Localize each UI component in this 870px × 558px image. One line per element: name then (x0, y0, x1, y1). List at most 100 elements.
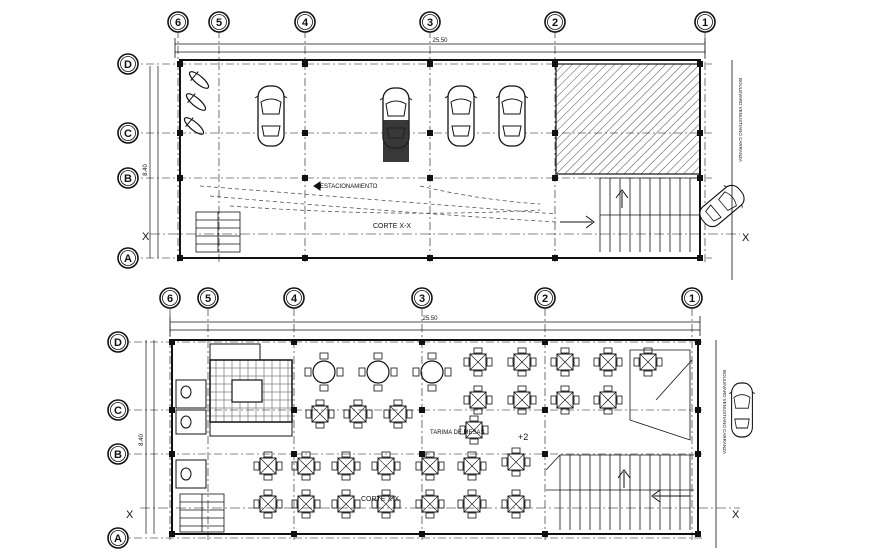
top-grid-bubble-y: D (117, 53, 139, 75)
bottom-right-stairs (545, 349, 694, 530)
square-table (305, 399, 335, 429)
svg-text:2: 2 (552, 17, 558, 29)
square-table (550, 347, 580, 377)
square-table (371, 451, 401, 481)
structural-column (419, 407, 425, 413)
svg-text:5: 5 (216, 17, 222, 29)
svg-text:1: 1 (702, 17, 708, 29)
structural-column (302, 175, 308, 181)
structural-column (695, 407, 701, 413)
svg-text:A: A (114, 533, 122, 545)
bottom-outer-wall (171, 339, 699, 535)
bottom-section-mark-left: X (126, 509, 134, 521)
top-hatched-slab (555, 63, 701, 175)
svg-text:B: B (114, 449, 122, 461)
structural-column (542, 451, 548, 457)
bottom-section-label: CORTE X-X (361, 496, 399, 503)
structural-column (427, 130, 433, 136)
square-table (291, 489, 321, 519)
top-section-label: CORTE X-X (373, 223, 411, 230)
structural-column (697, 130, 703, 136)
bottom-grid-bubble-y: C (107, 399, 129, 421)
bottom-columns (169, 339, 701, 537)
structural-column (552, 175, 558, 181)
top-grid-bubble-x: 1 (694, 11, 716, 33)
top-floor-plan: 25.50 (130, 30, 751, 280)
square-table (633, 347, 663, 377)
structural-column (291, 339, 297, 345)
svg-text:4: 4 (291, 293, 298, 305)
svg-text:3: 3 (419, 293, 425, 305)
structural-column (302, 61, 308, 67)
structural-column (302, 130, 308, 136)
top-grid-bubble-x: 3 (419, 11, 441, 33)
bottom-grid-bubble-y: A (107, 527, 129, 549)
top-section-mark-right: X (742, 232, 750, 244)
structural-column (419, 339, 425, 345)
bottom-direction-arrow-icon (617, 469, 690, 503)
structural-column (177, 175, 183, 181)
svg-text:D: D (124, 59, 132, 71)
square-table (593, 347, 623, 377)
top-columns (177, 61, 703, 261)
structural-column (697, 255, 703, 261)
svg-text:5: 5 (205, 293, 211, 305)
top-direction-arrow-icon (313, 181, 629, 229)
bottom-side-note: BOULEVARD VENUSTIANO CARRANZA (722, 370, 727, 454)
top-section-mark-left: X (142, 231, 150, 243)
svg-text:A: A (124, 253, 132, 265)
top-ramp-lines (199, 185, 557, 223)
square-table (371, 489, 401, 519)
structural-column (291, 531, 297, 537)
square-table (343, 399, 373, 429)
square-table (507, 347, 537, 377)
top-grid-bubble-y: A (117, 247, 139, 269)
bottom-grid-bubble-x: 6 (159, 287, 181, 309)
structural-column (177, 130, 183, 136)
bottom-left-stair (179, 493, 225, 533)
top-side-dimension: 8.40 (143, 164, 149, 176)
square-table (463, 347, 493, 377)
structural-column (291, 451, 297, 457)
structural-column (695, 451, 701, 457)
top-overall-dimension: 25.50 (432, 38, 448, 44)
bottom-section-mark-right: X (732, 509, 740, 521)
bottom-grid-bubble-x: 4 (283, 287, 305, 309)
structural-column (552, 255, 558, 261)
structural-column (419, 531, 425, 537)
square-table (415, 489, 445, 519)
svg-text:C: C (114, 405, 122, 417)
round-table (358, 352, 398, 392)
square-table (501, 447, 531, 477)
svg-text:D: D (114, 337, 122, 349)
structural-column (419, 451, 425, 457)
svg-text:3: 3 (427, 17, 433, 29)
structural-column (427, 255, 433, 261)
structural-column (177, 61, 183, 67)
svg-text:B: B (124, 173, 132, 185)
top-grid-bubble-x: 5 (208, 11, 230, 33)
structural-column (695, 339, 701, 345)
bottom-grid-bubble-x: 5 (197, 287, 219, 309)
round-table (304, 352, 344, 392)
bottom-overall-dimension: 25.50 (422, 316, 438, 322)
svg-text:1: 1 (689, 293, 695, 305)
bottom-level-mark: +2 (518, 432, 528, 442)
square-table (457, 451, 487, 481)
square-table (331, 451, 361, 481)
top-stairs (599, 177, 700, 252)
structural-column (695, 531, 701, 537)
svg-text:4: 4 (302, 17, 309, 29)
square-table (383, 399, 413, 429)
top-side-note: BOULEVARD VENUSTIANO CARRANZA (738, 78, 743, 162)
bottom-bathrooms (175, 379, 207, 489)
bottom-grid-bubble-y: B (107, 443, 129, 465)
square-table (457, 489, 487, 519)
top-grid-bubble-x: 2 (544, 11, 566, 33)
structural-column (697, 175, 703, 181)
structural-column (169, 407, 175, 413)
bottom-grid-bubble-y: D (107, 331, 129, 353)
svg-text:6: 6 (167, 293, 173, 305)
top-grid-bubble-x: 4 (294, 11, 316, 33)
